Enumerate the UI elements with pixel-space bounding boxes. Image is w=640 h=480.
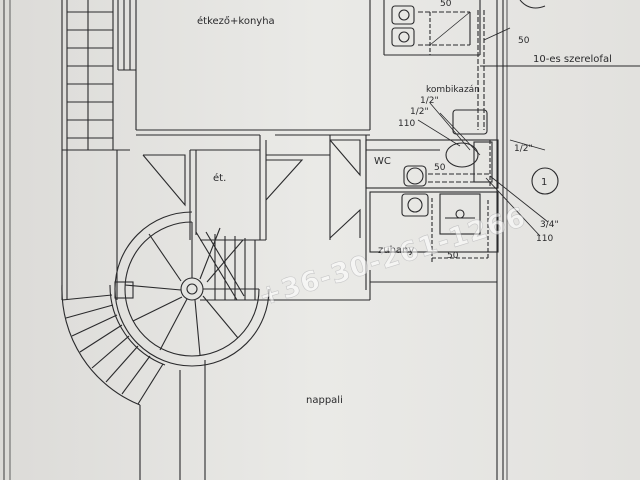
pipe-size-half-2: 1/2" <box>410 107 429 117</box>
dimension-50-top: 50 <box>440 0 452 9</box>
curved-stairs <box>61 281 166 406</box>
room-label-pantry: ét. <box>213 172 226 184</box>
wall-type-label: 10-es szerelofal <box>533 54 612 65</box>
pipe-annotations: 50 50 10-es szerelofal kombikazán 1/2" 1… <box>398 0 612 261</box>
room-label-shower: zuhany <box>378 245 414 256</box>
room-labels: étkező+konyha ét. WC zuhany nappali <box>197 15 414 406</box>
pipe-size-half-1: 1/2" <box>420 96 439 106</box>
shower-dimension-50: 50 <box>447 251 459 261</box>
straight-stairs <box>67 0 114 150</box>
room-label-kitchen: étkező+konyha <box>197 15 275 27</box>
section-marker-circle <box>531 167 559 195</box>
wc-dimension-50: 50 <box>434 163 446 173</box>
pipe-size-three-quarter: 3/4" <box>540 220 559 230</box>
drawing-lines <box>3 0 640 480</box>
room-label-wc: WC <box>374 156 391 167</box>
section-marker-number: 1 <box>541 177 547 188</box>
boiler-label: kombikazán <box>426 85 480 95</box>
pipe-size-110-right: 110 <box>536 234 553 244</box>
spiral-stairs <box>114 211 270 367</box>
room-label-living: nappali <box>306 395 343 406</box>
pipe-size-110-left: 110 <box>398 119 415 129</box>
pipe-size-half-right: 1/2" <box>514 144 533 154</box>
dimension-50-right: 50 <box>518 36 530 46</box>
